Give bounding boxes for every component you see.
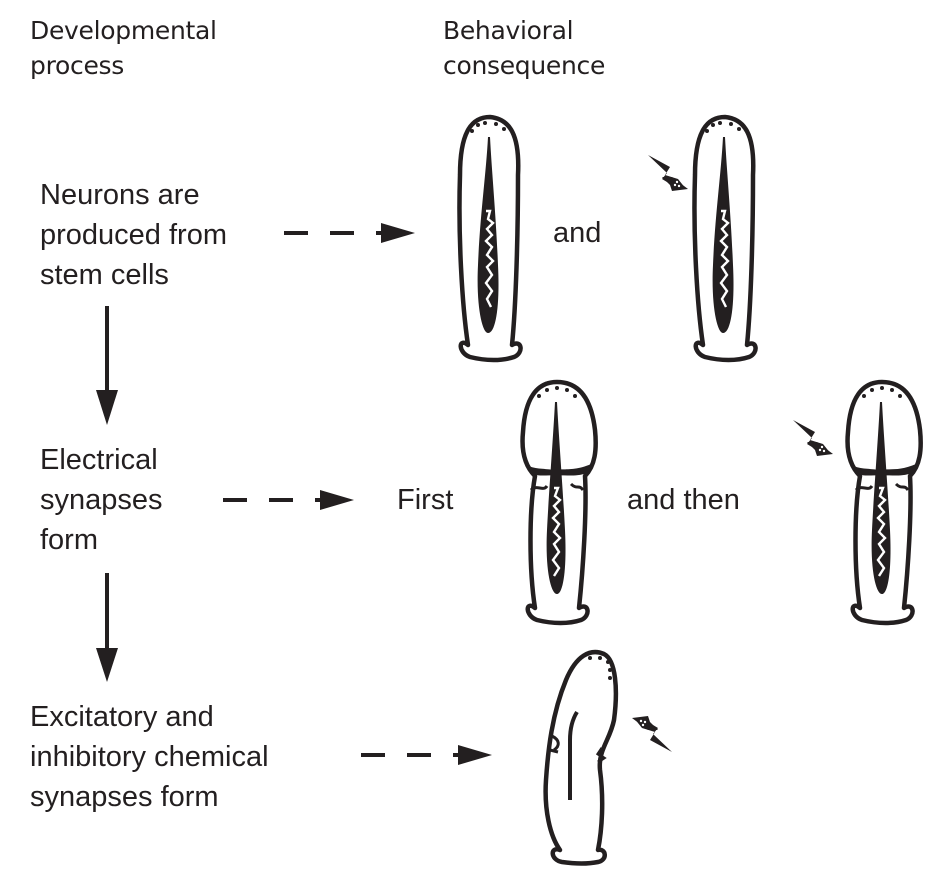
connector-and: and bbox=[553, 217, 602, 249]
stimulus-bolt-icon bbox=[632, 716, 672, 752]
connector-first: First bbox=[397, 484, 454, 516]
stimulus-bolt-icon bbox=[648, 155, 688, 191]
embryo-row3-response bbox=[543, 649, 619, 866]
dashed-arrow-1 bbox=[284, 223, 415, 243]
embryo-row2-then bbox=[848, 382, 921, 623]
embryo-row1-stimulated bbox=[694, 117, 755, 360]
step-label-chemical-synapses: Excitatory and inhibitory chemical synap… bbox=[30, 701, 269, 813]
header-behavioral-consequence: Behavioral consequence bbox=[443, 16, 606, 80]
stimulus-bolt-icon bbox=[793, 420, 833, 456]
step-label-electrical-synapses: Electrical synapses form bbox=[40, 444, 163, 556]
dashed-arrow-3 bbox=[361, 745, 492, 765]
header-developmental-process: Developmental process bbox=[30, 16, 217, 80]
embryo-row2-first bbox=[523, 382, 596, 623]
arrow-down-2 bbox=[96, 573, 118, 682]
arrow-down-1 bbox=[96, 306, 118, 425]
connector-and-then: and then bbox=[627, 484, 740, 516]
dashed-arrow-2 bbox=[223, 490, 354, 510]
step-label-neurons-produced: Neurons are produced from stem cells bbox=[40, 179, 227, 291]
embryo-row1-unstimulated bbox=[459, 117, 520, 360]
